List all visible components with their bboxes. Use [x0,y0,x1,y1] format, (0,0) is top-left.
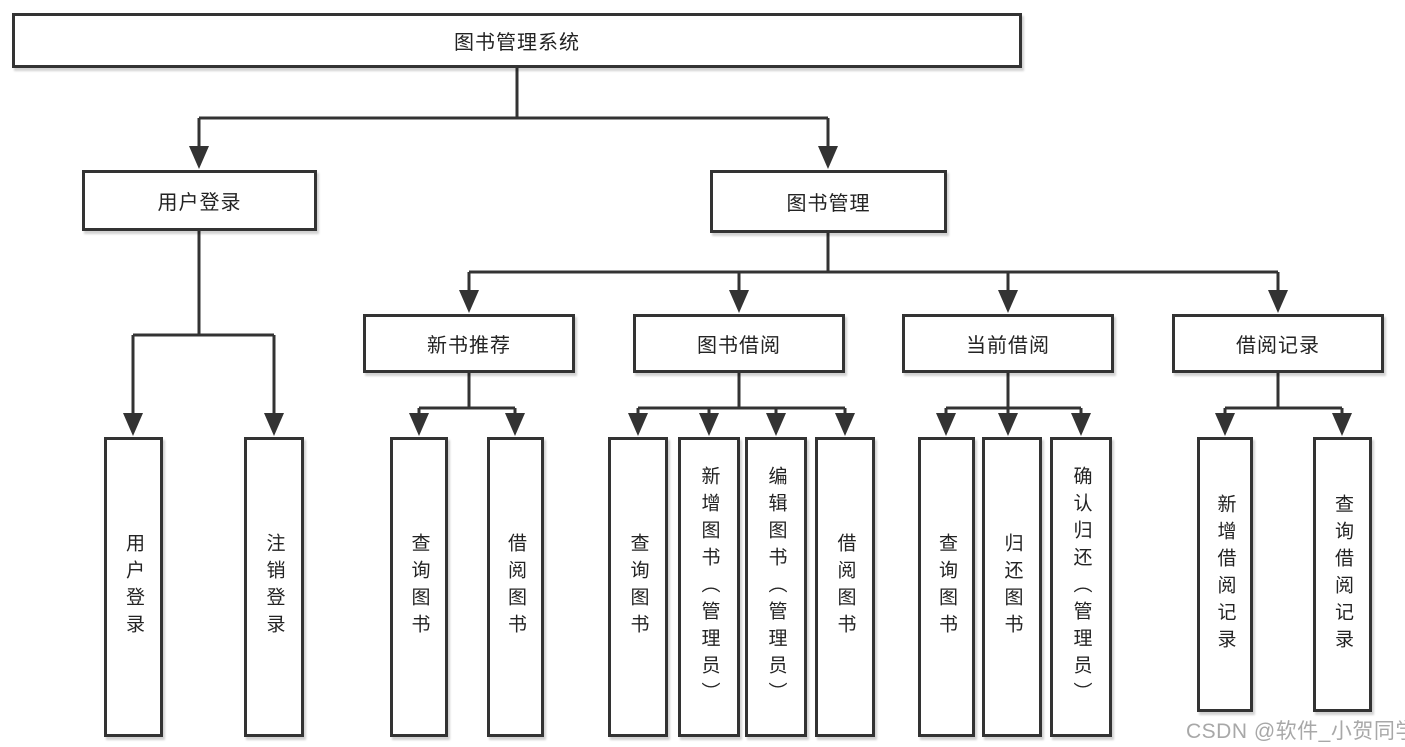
leaf-br-query-record: 查询借阅记录 [1313,437,1372,712]
node-user-login: 用户登录 [82,170,317,231]
csdn-watermark: CSDN @软件_小贺同学 [1186,720,1405,743]
node-library-management-system: 图书管理系统 [12,13,1022,68]
leaf-logout: 注销登录 [244,437,304,737]
leaf-bb-query-books: 查询图书 [608,437,668,737]
leaf-cb-query-books: 查询图书 [918,437,975,737]
leaf-nbr-query-books: 查询图书 [390,437,448,737]
leaf-user-login: 用户登录 [104,437,163,737]
leaf-bb-edit-books-admin: 编辑图书（管理员） [745,437,807,737]
leaf-br-add-record: 新增借阅记录 [1197,437,1253,712]
node-book-management: 图书管理 [710,170,947,233]
leaf-bb-add-books-admin: 新增图书（管理员） [678,437,740,737]
leaf-cb-confirm-return-admin: 确认归还（管理员） [1050,437,1112,737]
node-current-borrowing: 当前借阅 [902,314,1114,373]
leaf-nbr-borrow-books: 借阅图书 [487,437,544,737]
node-book-borrowing: 图书借阅 [633,314,845,373]
node-new-book-recommend: 新书推荐 [363,314,575,373]
node-borrowing-records: 借阅记录 [1172,314,1384,373]
leaf-cb-return-books: 归还图书 [982,437,1042,737]
leaf-bb-borrow-books: 借阅图书 [815,437,875,737]
